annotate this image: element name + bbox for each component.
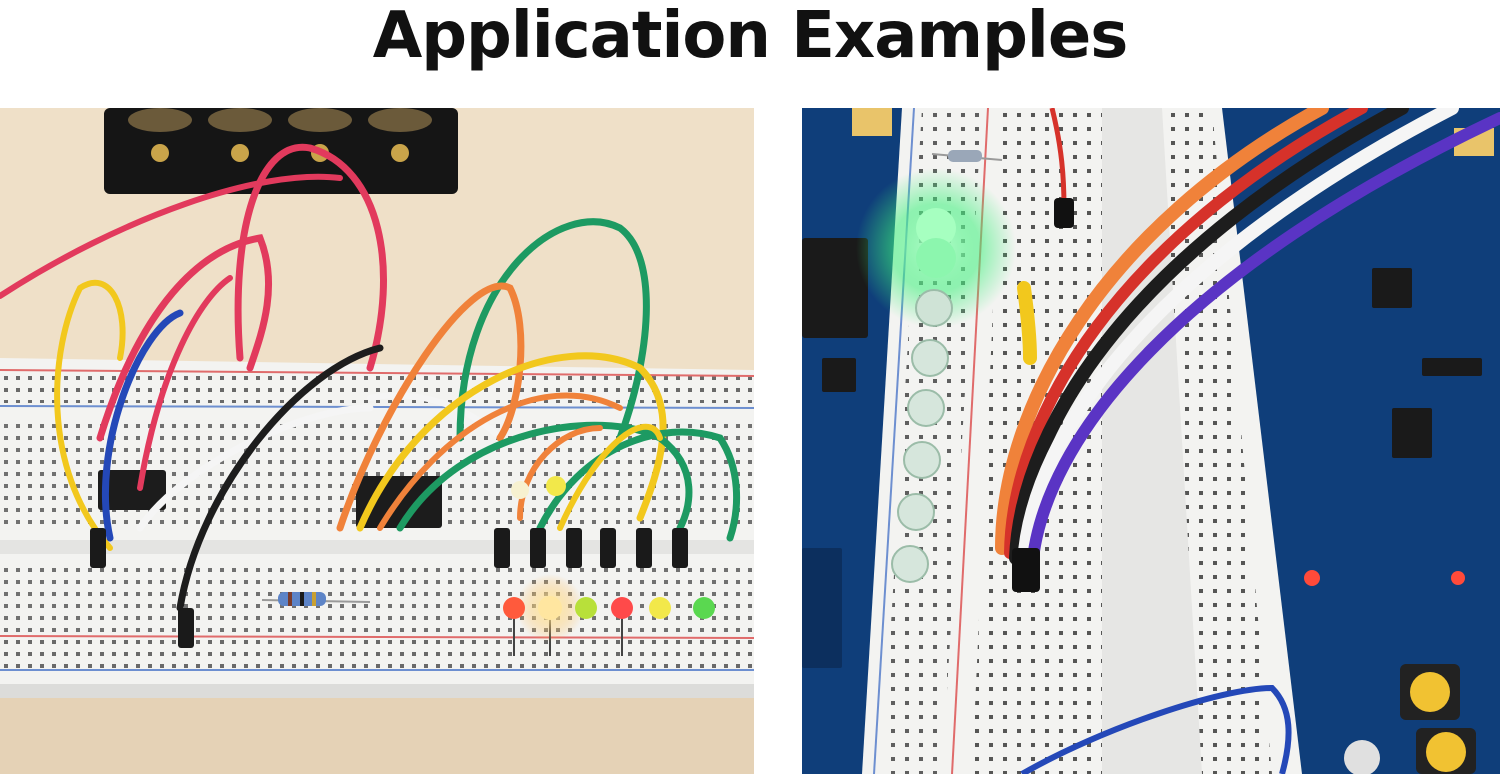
wire-blue — [1020, 684, 1292, 774]
led-column — [856, 168, 1016, 583]
resistor — [261, 592, 371, 606]
wire-pins — [90, 528, 688, 648]
ic-chip-left — [98, 470, 166, 510]
status-led — [1304, 570, 1320, 586]
pcb-buttons — [1344, 664, 1476, 774]
ribbon-wires — [995, 108, 1500, 574]
wire-connector — [1012, 548, 1040, 592]
led-row — [503, 476, 715, 656]
pcb-components — [802, 238, 1482, 668]
jumper-wires — [0, 143, 740, 612]
resistor — [931, 150, 1003, 162]
breadboard-photo-left — [0, 108, 754, 774]
page-title: Application Examples — [372, 0, 1129, 73]
breadboard-photo-right — [802, 108, 1500, 774]
pcb-jumper — [852, 108, 892, 136]
